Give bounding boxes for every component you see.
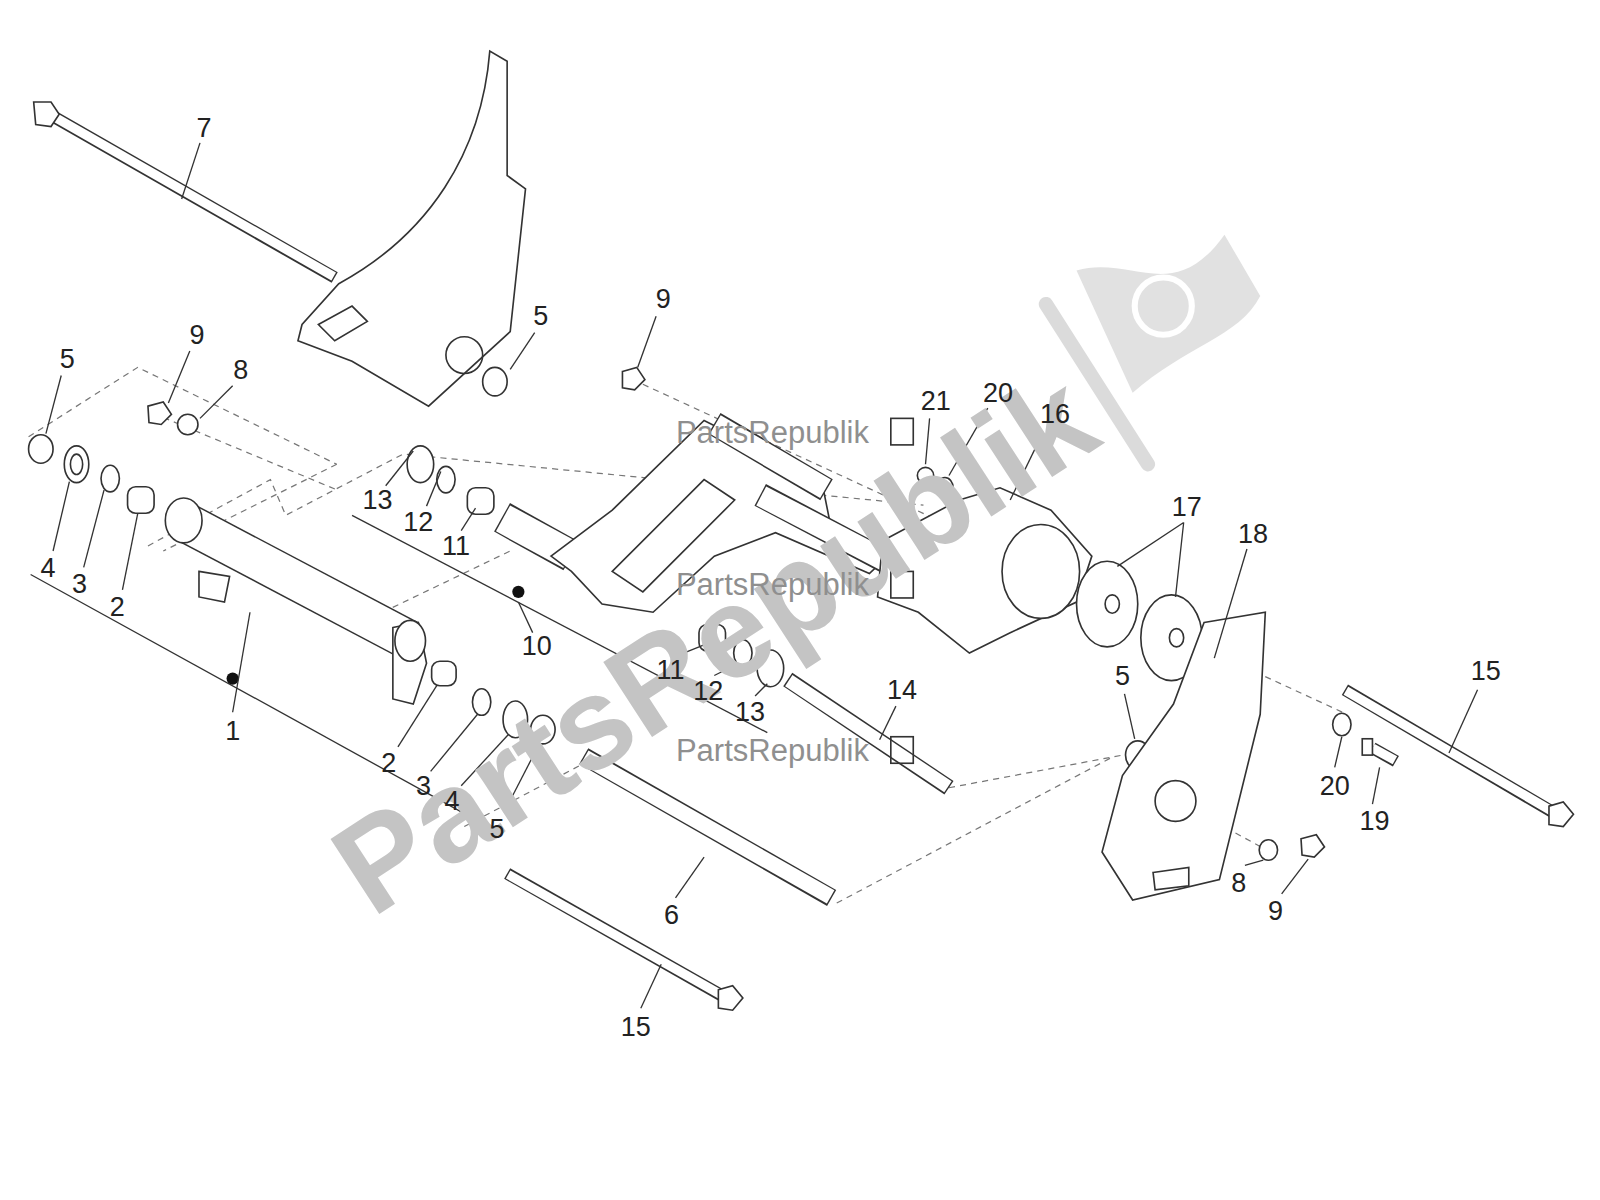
- callout-number: 13: [363, 487, 393, 514]
- callout-number: 12: [693, 677, 723, 704]
- callout-number: 2: [110, 594, 125, 621]
- callout-number: 11: [656, 657, 684, 684]
- callout-number: 4: [40, 555, 55, 582]
- callout-number: 1: [225, 717, 240, 744]
- callout-number: 5: [1115, 662, 1130, 689]
- callout-number: 20: [983, 379, 1013, 406]
- callout-number: 8: [233, 357, 248, 384]
- callout-number: 8: [1231, 869, 1246, 896]
- callout-number: 11: [442, 532, 470, 559]
- callout-number: 21: [921, 388, 951, 415]
- callout-number: 15: [1471, 658, 1501, 685]
- callout-number: 5: [60, 346, 75, 373]
- callout-number: 10: [522, 632, 552, 659]
- callout-number: 3: [416, 772, 431, 799]
- callout-number: 9: [189, 321, 204, 348]
- watermark: PartsRepublik: [676, 735, 869, 766]
- callout-number: 13: [735, 699, 765, 726]
- watermark: PartsRepublik: [676, 568, 869, 599]
- callout-number: 5: [533, 303, 548, 330]
- callout-number: 20: [1320, 772, 1350, 799]
- callout-number: 5: [489, 815, 504, 842]
- callout-number: 9: [656, 285, 671, 312]
- callout-number: 15: [621, 1013, 651, 1040]
- callout-number: 4: [445, 788, 460, 815]
- callout-number: 14: [887, 676, 917, 703]
- callout-number: 19: [1359, 808, 1389, 835]
- callout-number: 12: [403, 509, 433, 536]
- callout-number: 9: [1268, 898, 1283, 925]
- callout-number: 18: [1238, 520, 1268, 547]
- callout-number: 7: [197, 114, 212, 141]
- callout-number: 3: [72, 570, 87, 597]
- watermark: PartsRepublik: [676, 416, 869, 447]
- callout-number: 2: [381, 750, 396, 777]
- callout-number: 17: [1172, 494, 1202, 521]
- callout-number: 16: [1040, 401, 1070, 428]
- callout-number: 6: [664, 902, 679, 929]
